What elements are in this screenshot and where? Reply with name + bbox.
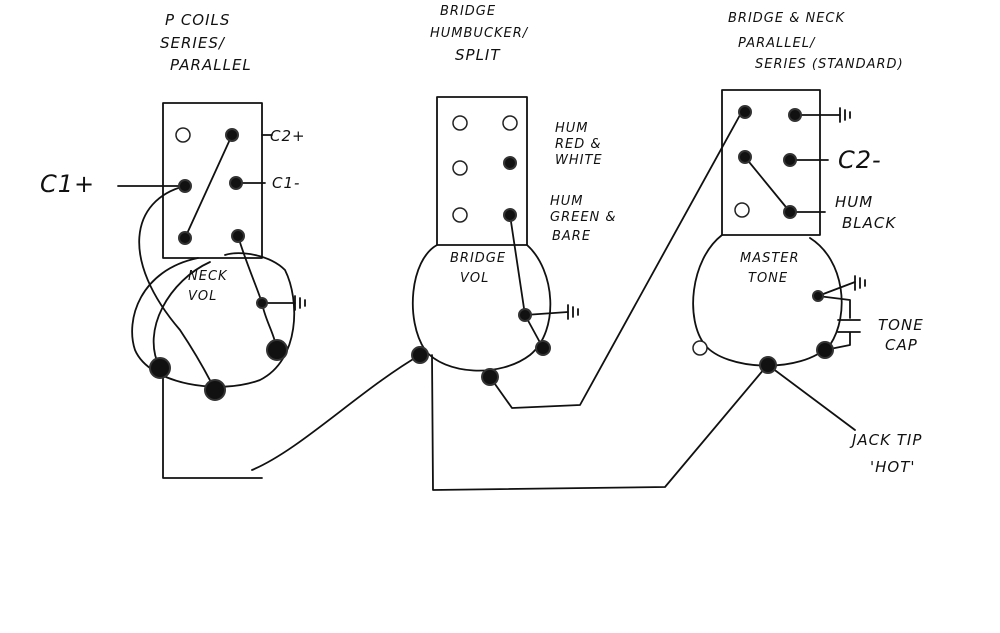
title-line: BRIDGE [440, 4, 496, 19]
solder-terminal [738, 150, 752, 164]
label-c2-minus: C2- [838, 146, 882, 174]
label-tone-cap: CAP [885, 336, 918, 354]
solder-terminal [518, 308, 532, 322]
switch-body [162, 102, 263, 259]
solder-terminal [178, 231, 192, 245]
pot-label: VOL [460, 271, 489, 286]
solder-terminal [256, 297, 268, 309]
master-section: BRIDGE & NECK PARALLEL/ SERIES (STANDARD… [692, 11, 924, 476]
empty-terminal [502, 115, 518, 131]
solder-terminal [149, 357, 171, 379]
label-jack-tip: 'HOT' [870, 458, 916, 476]
solder-terminal [783, 205, 797, 219]
solder-terminal [783, 153, 797, 167]
label-c1-minus: C1- [272, 174, 300, 192]
label-c2-plus: C2+ [270, 127, 306, 145]
pot-label: MASTER [740, 251, 800, 266]
solder-terminal [816, 341, 834, 359]
label-hum-black: HUM [835, 193, 873, 211]
title-line: SPLIT [455, 46, 501, 64]
solder-terminal [204, 379, 226, 401]
ground-icon [294, 295, 306, 311]
empty-terminal [734, 202, 750, 218]
label-hum: WHITE [555, 153, 603, 168]
title-line: PARALLEL [170, 56, 252, 74]
title-line: HUMBUCKER/ [430, 26, 529, 41]
solder-terminal [178, 179, 192, 193]
pot-casing-wire [162, 354, 421, 479]
solder-terminal [503, 156, 517, 170]
title-line: P COILS [165, 11, 230, 29]
label-jack-tip: JACK TIP [849, 431, 922, 449]
empty-terminal [452, 115, 468, 131]
switch-body [721, 89, 821, 236]
pot-label: NECK [188, 269, 228, 284]
solder-terminal [231, 229, 245, 243]
solder-terminal [225, 128, 239, 142]
neck-section: P COILS SERIES/ PARALLEL C2+ C1- C1+ NEC… [40, 11, 421, 479]
label-hum-black: BLACK [842, 214, 896, 232]
label-hum: GREEN & [550, 210, 617, 225]
ground-icon [839, 107, 866, 291]
switch-body [436, 96, 528, 246]
pot-label: BRIDGE [450, 251, 506, 266]
empty-terminal [452, 160, 468, 176]
label-c1-plus: C1+ [40, 170, 95, 198]
solder-terminal [738, 105, 752, 119]
solder-terminal [229, 176, 243, 190]
label-hum: HUM [550, 194, 584, 209]
title-line: SERIES/ [160, 34, 226, 52]
ground-icon [567, 304, 579, 320]
empty-terminal [175, 127, 191, 143]
bridge-section: BRIDGE HUMBUCKER/ SPLIT HUM RED & WHITE … [411, 4, 771, 491]
solder-terminal [759, 356, 777, 374]
empty-terminal [452, 207, 468, 223]
solder-terminal [535, 340, 551, 356]
wires [744, 114, 861, 431]
label-hum: HUM [555, 121, 589, 136]
label-hum: BARE [552, 229, 591, 244]
label-tone-cap: TONE [878, 316, 924, 334]
solder-terminal [411, 346, 429, 364]
solder-terminal [266, 339, 288, 361]
title-line: SERIES (STANDARD) [755, 57, 904, 72]
empty-terminal [692, 340, 708, 356]
solder-terminal [503, 208, 517, 222]
title-line: BRIDGE & NECK [728, 11, 846, 26]
neck-vol-pot [131, 252, 296, 388]
label-hum: RED & [555, 137, 602, 152]
solder-terminal [788, 108, 802, 122]
solder-terminal [812, 290, 824, 302]
bridge-vol-pot [411, 244, 552, 372]
pot-label: TONE [748, 271, 788, 286]
solder-terminal [481, 368, 499, 386]
wires [431, 114, 771, 491]
title-line: PARALLEL/ [738, 36, 816, 51]
pot-label: VOL [188, 289, 217, 304]
